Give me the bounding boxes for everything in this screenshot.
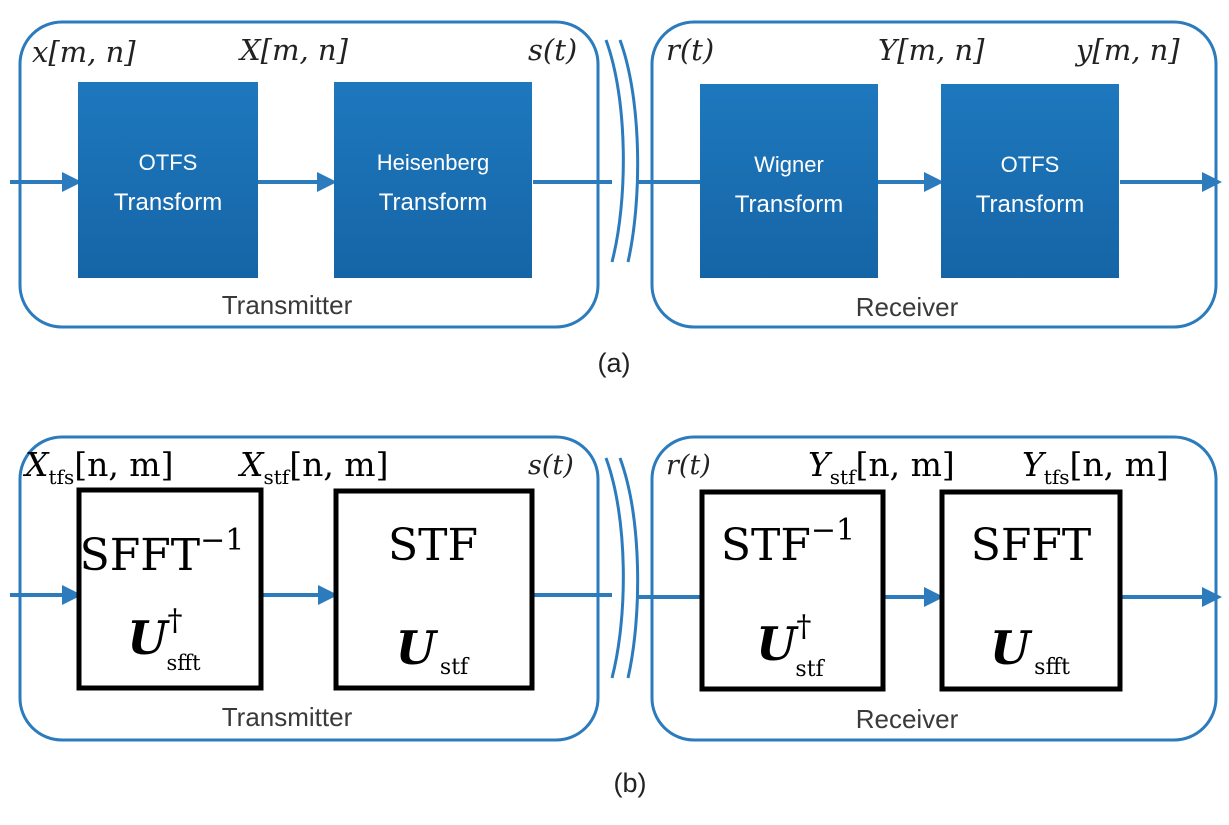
block-operator: U† stf bbox=[756, 609, 825, 682]
block-label: Transform bbox=[379, 189, 487, 216]
transmitter-label: Transmitter bbox=[222, 290, 353, 320]
block-name: STF−1 bbox=[721, 513, 855, 571]
block-label: Heisenberg bbox=[377, 150, 490, 175]
stf-block bbox=[333, 488, 535, 691]
channel-break-icon bbox=[604, 39, 625, 263]
sfft-block bbox=[939, 489, 1123, 692]
block-label: Wigner bbox=[754, 152, 824, 177]
panel-caption: (a) bbox=[598, 348, 631, 378]
operator-sub: stf bbox=[440, 655, 470, 680]
channel-break-icon bbox=[618, 457, 640, 679]
signal-label: r(t) bbox=[666, 450, 711, 481]
signal-label: Ystf[n, m] bbox=[808, 445, 955, 489]
block-label: OTFS bbox=[1001, 152, 1060, 177]
channel-break-icon bbox=[604, 457, 625, 679]
receiver-label: Receiver bbox=[856, 704, 959, 734]
otfs-transform-block bbox=[78, 82, 258, 278]
block-label: Transform bbox=[735, 191, 843, 218]
signal-label: s(t) bbox=[528, 33, 577, 67]
otfs-transform-block bbox=[941, 84, 1119, 278]
block-name-main: STF bbox=[721, 520, 811, 571]
block-name-main: STF bbox=[388, 520, 478, 571]
block-label: OTFS bbox=[139, 150, 198, 175]
signal-label: Ytfs[n, m] bbox=[1022, 445, 1169, 489]
block-label: Transform bbox=[114, 189, 222, 216]
signal-label: Xtfs[n, m] bbox=[22, 445, 173, 489]
operator-sub: sfft bbox=[166, 651, 201, 675]
signal-label: Xstf[n, m] bbox=[237, 445, 388, 489]
wigner-transform-block bbox=[700, 84, 878, 278]
panel-a: OTFS Transform Heisenberg Transform Wign… bbox=[10, 20, 1222, 378]
istf-block bbox=[699, 489, 886, 692]
panel-caption: (b) bbox=[614, 768, 647, 798]
operator-sup: † bbox=[167, 603, 182, 638]
transmitter-container bbox=[18, 435, 600, 742]
block-operator: U† sfft bbox=[127, 603, 201, 675]
operator-symbol: U bbox=[990, 621, 1033, 675]
block-name-sup: −1 bbox=[811, 513, 855, 548]
block-name-main: SFFT bbox=[971, 520, 1092, 571]
heisenberg-transform-block bbox=[334, 82, 532, 278]
operator-symbol: U bbox=[127, 611, 170, 665]
block-name-sup: −1 bbox=[200, 523, 244, 558]
block-name-main: SFFT bbox=[80, 530, 201, 581]
block-name: SFFT−1 bbox=[80, 523, 245, 581]
transmitter-label: Transmitter bbox=[222, 702, 353, 732]
operator-sup: † bbox=[796, 609, 811, 644]
channel-break-icon bbox=[618, 39, 640, 263]
operator-symbol: U bbox=[396, 621, 439, 675]
isfft-block bbox=[76, 487, 264, 691]
block-name: SFFT bbox=[971, 520, 1092, 571]
signal-label: X[m, n] bbox=[238, 33, 349, 67]
block-label: Transform bbox=[976, 191, 1084, 218]
signal-label: Y[m, n] bbox=[878, 33, 985, 67]
signal-label: r(t) bbox=[666, 33, 714, 67]
operator-symbol: U bbox=[756, 617, 799, 671]
transmitter-container bbox=[18, 20, 600, 329]
operator-sub: sfft bbox=[1034, 655, 1070, 680]
block-name: STF bbox=[388, 520, 478, 571]
operator-sub: stf bbox=[795, 657, 825, 682]
signal-label: x[m, n] bbox=[32, 35, 136, 69]
receiver-label: Receiver bbox=[856, 292, 959, 322]
signal-label: y[m, n] bbox=[1074, 33, 1180, 67]
signal-label: s(t) bbox=[528, 450, 574, 481]
